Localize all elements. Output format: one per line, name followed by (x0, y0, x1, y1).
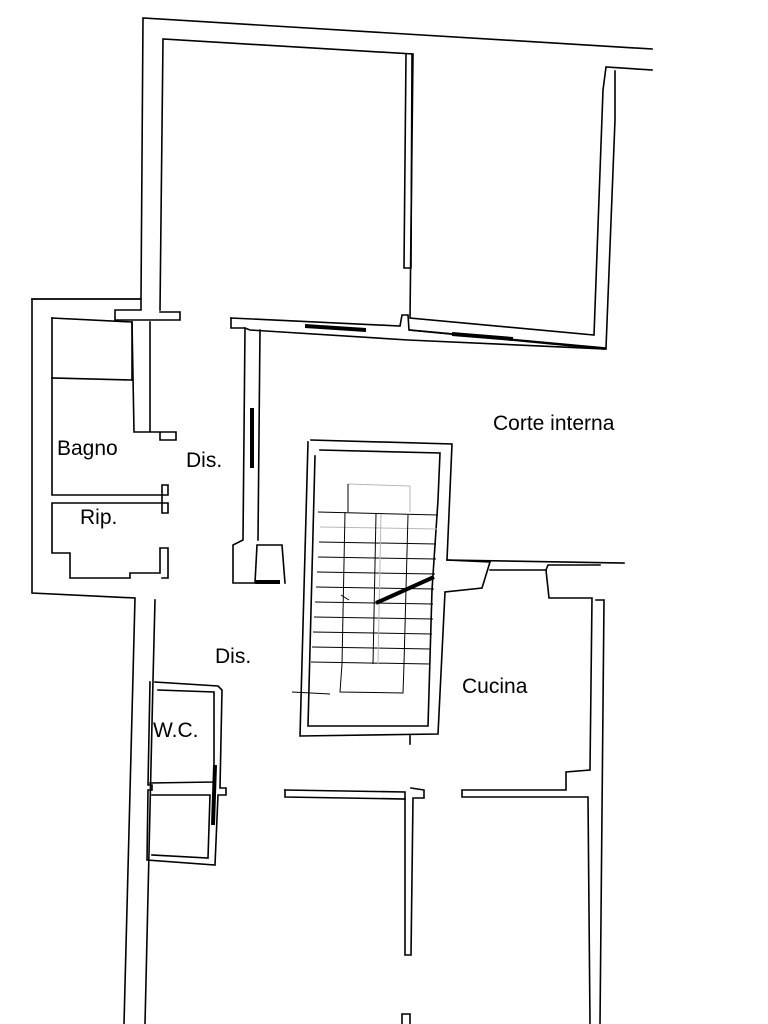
window-mark (451, 332, 514, 341)
upper-room-wall-inner (409, 70, 616, 349)
dis-east-wall (232, 327, 286, 584)
outer-wall-inner-face (159, 38, 653, 336)
stair-cut-line (375, 575, 435, 605)
room-label-rip: Rip. (80, 506, 117, 529)
corte-south-wall (446, 559, 625, 564)
room-label-bagno: Bagno (57, 437, 118, 460)
corte-north-wall-inner (230, 317, 607, 350)
stair-enclosure-outer (299, 439, 492, 737)
upper-partition-wall (403, 53, 413, 269)
cucina-north-wall (461, 569, 593, 1024)
stair-landing (347, 483, 411, 512)
bagno-partition (51, 317, 133, 381)
outer-wall-outer-face (31, 17, 653, 1024)
room-label-corte-interna: Corte interna (493, 412, 615, 435)
cucina-east-wall (544, 564, 601, 572)
east-outer-wall (595, 599, 605, 1024)
stair-landing (339, 663, 405, 694)
room-label-wc: W.C. (153, 719, 199, 742)
stair-arrow (340, 594, 350, 601)
window-mark (304, 324, 367, 332)
wc-wall (146, 681, 227, 866)
stair-enclosure-inner (307, 449, 441, 727)
lower-partition-wall (284, 787, 425, 956)
staircase (291, 483, 439, 695)
door-mark (211, 764, 217, 826)
bagno-wall (31, 298, 181, 321)
dis-east-wall-inner (257, 329, 261, 541)
wall-stub (401, 1013, 411, 1024)
wc-inner-wall (151, 794, 211, 859)
corte-north-wall (230, 314, 605, 350)
room-label-dis-lower: Dis. (215, 645, 251, 668)
wc-inner-wall (149, 689, 215, 784)
room-label-dis-upper: Dis. (186, 449, 222, 472)
room-label-cucina: Cucina (462, 675, 528, 698)
bagno-door-jamb (131, 321, 177, 441)
stair-arrow (291, 691, 331, 695)
lower-partition-wall (284, 789, 406, 800)
bagno-inner-wall (51, 317, 169, 579)
lower-west-wall (144, 599, 156, 1024)
